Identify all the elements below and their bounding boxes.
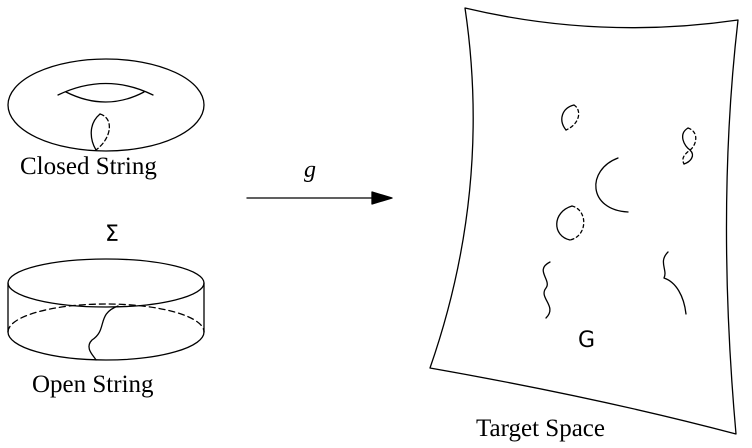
torus-cycle-front <box>90 113 101 151</box>
cylinder-worldsheet <box>7 258 205 361</box>
figure-eight-back <box>682 127 697 165</box>
closed-loop-top-back <box>565 104 580 131</box>
torus-worldsheet <box>7 58 205 152</box>
group-label: G <box>578 328 596 353</box>
target-space-strings <box>542 104 697 319</box>
closed-string-label: Closed String <box>20 153 157 180</box>
map-arrow <box>246 191 393 205</box>
cylinder-string-path <box>88 305 119 361</box>
figure-eight-front <box>682 127 694 165</box>
wiggle-string-left <box>542 261 551 319</box>
closed-loop-top-front <box>561 104 575 131</box>
worldsheet-sigma-label: Σ <box>105 222 119 247</box>
closed-loop-mid-back <box>569 205 585 241</box>
torus-hole-upper <box>57 82 154 96</box>
torus-hole-lower <box>65 91 145 103</box>
map-label: g <box>304 157 316 183</box>
target-space-label: Target Space <box>476 415 605 442</box>
cylinder-top <box>7 258 205 308</box>
cylinder-bottom-front <box>7 331 205 361</box>
torus-cycle-back <box>95 113 110 151</box>
torus-outline <box>7 58 205 152</box>
target-space-sheet <box>429 7 739 435</box>
closed-loop-mid-front <box>556 205 573 241</box>
open-arc <box>595 157 629 213</box>
arrow-head <box>371 191 393 205</box>
wiggle-string-right <box>662 251 687 315</box>
open-string-label: Open String <box>32 371 154 398</box>
cylinder-bottom-back <box>7 303 205 333</box>
